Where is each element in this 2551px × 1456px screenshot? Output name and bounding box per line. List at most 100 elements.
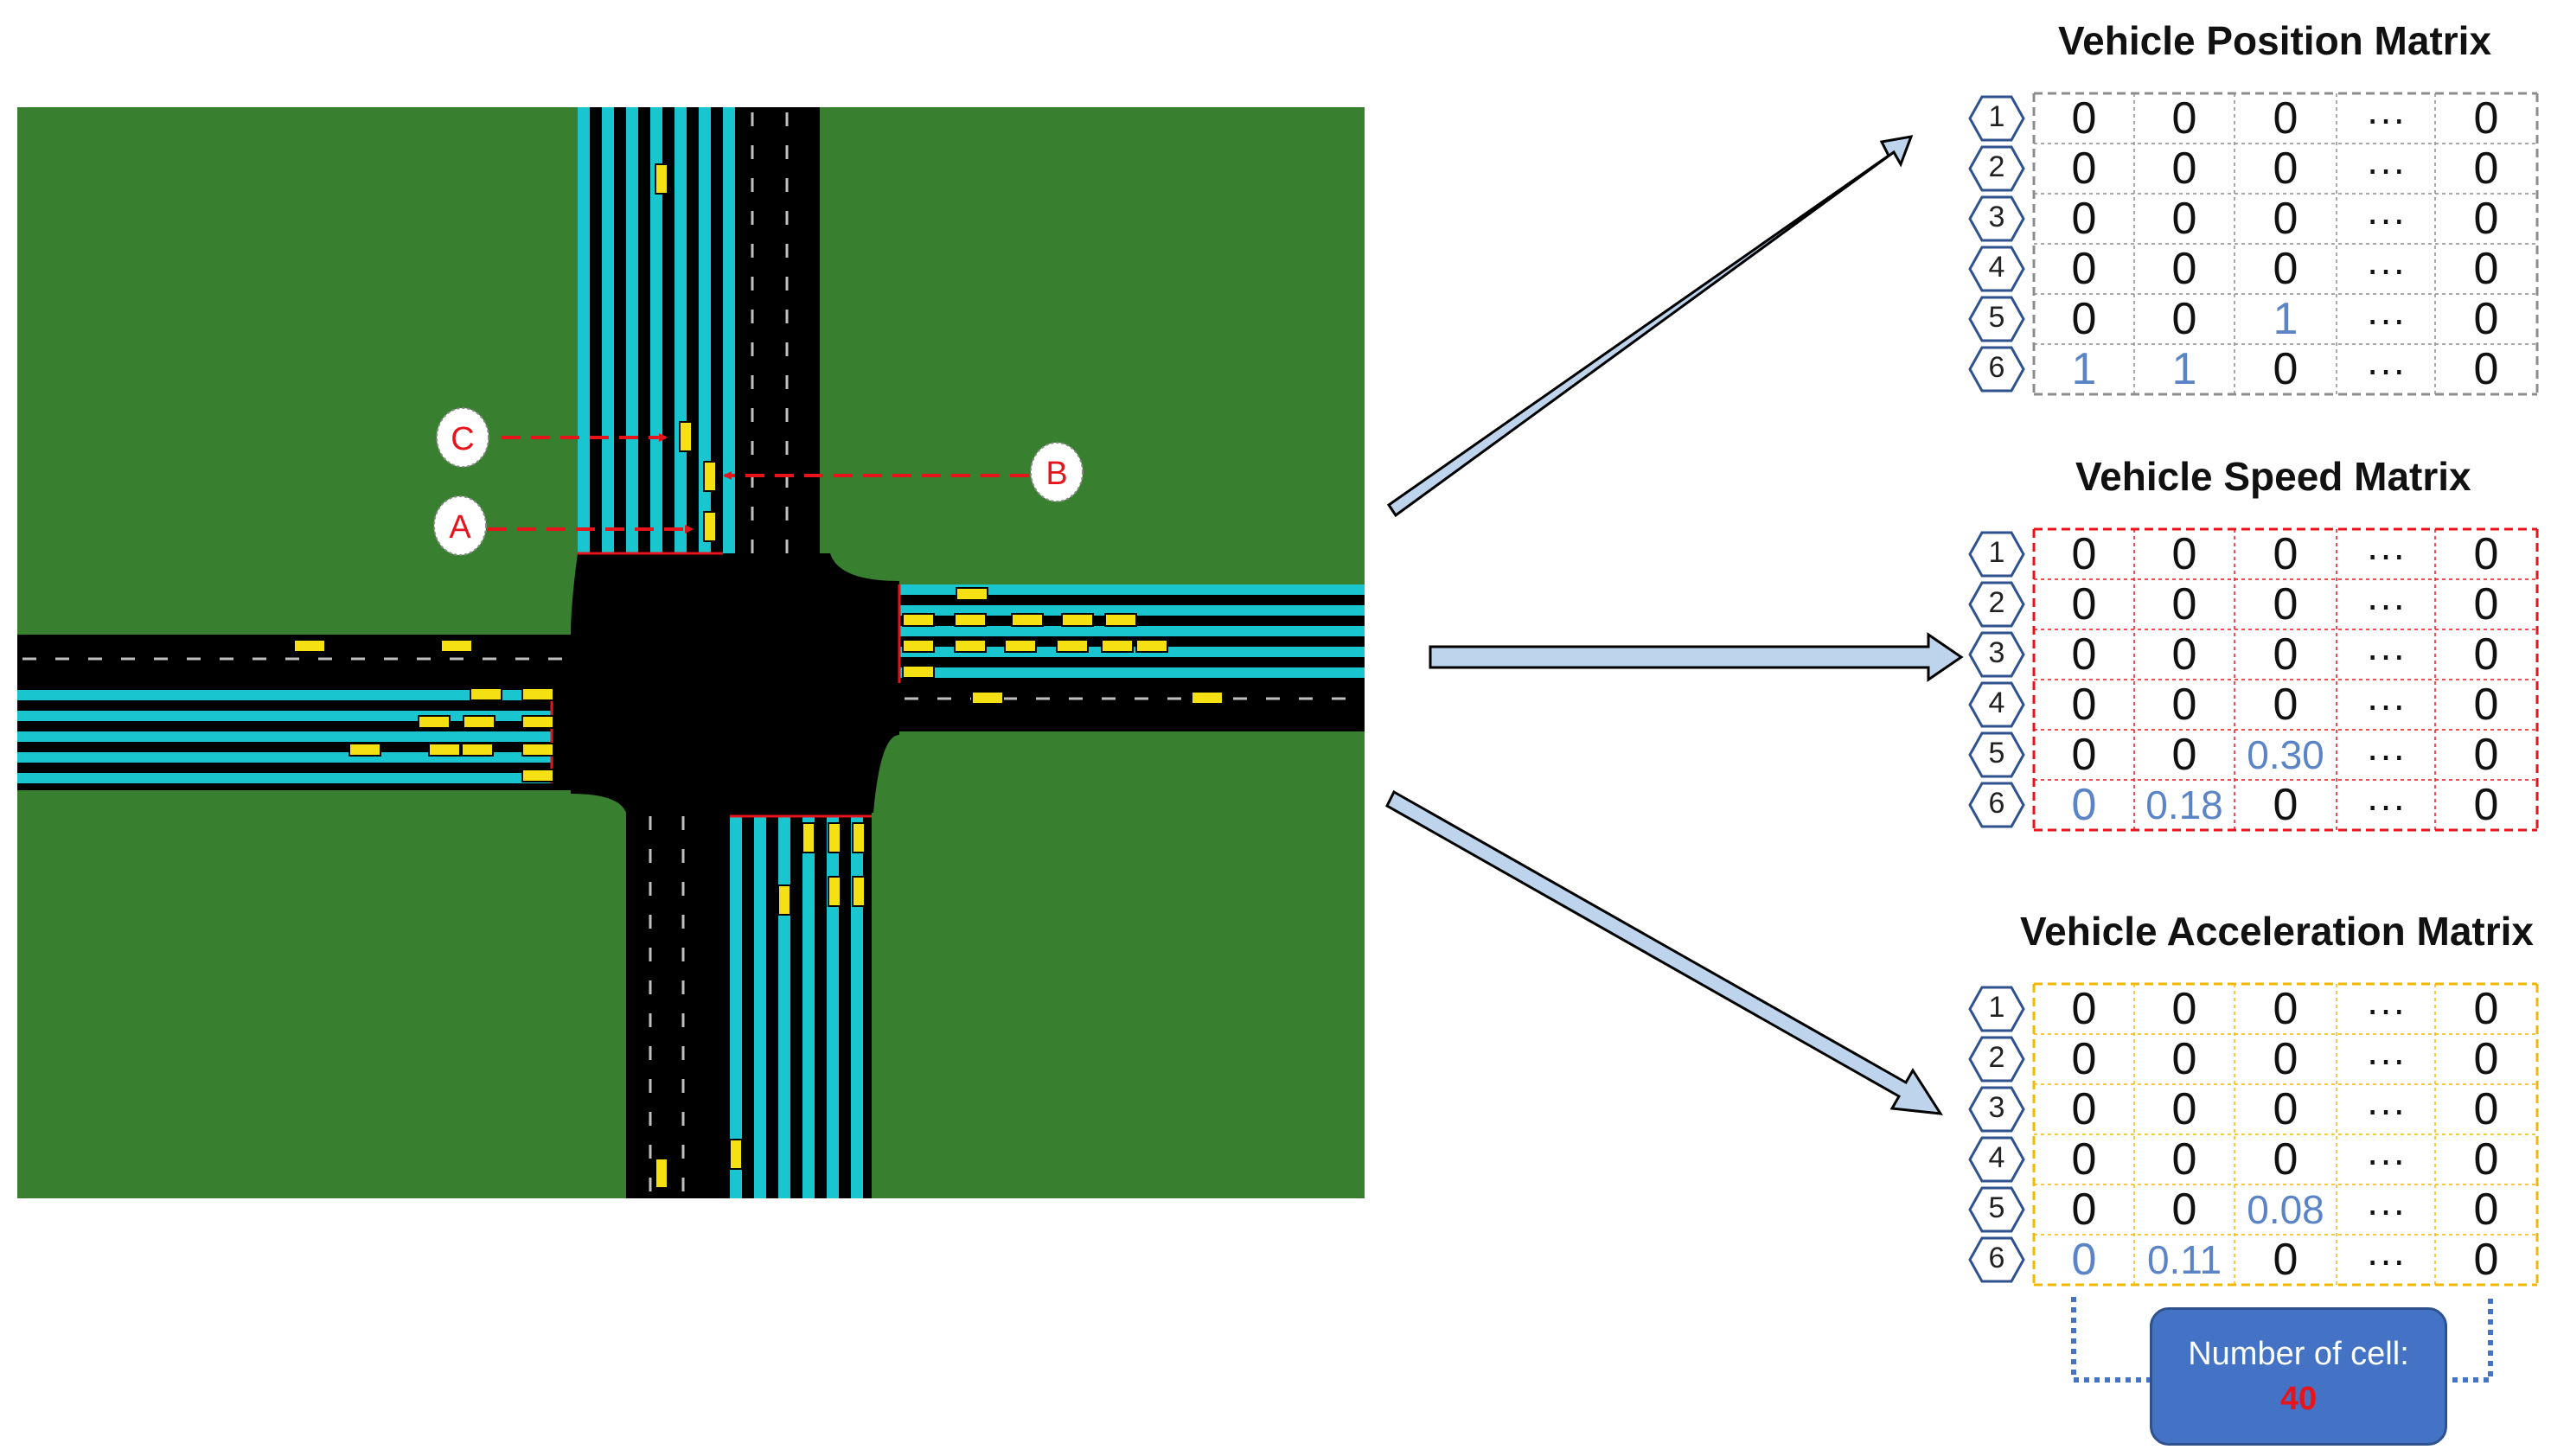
matrix-cell: 0 xyxy=(2071,294,2097,344)
row-badge-6: 6 xyxy=(1968,780,2025,830)
matrix-cell: 0.11 xyxy=(2146,1237,2222,1282)
marker-a: A xyxy=(433,495,487,556)
matrix-cell: 0 xyxy=(2273,579,2298,629)
matrix-cell: 0 xyxy=(2071,579,2097,629)
row-badge-label: 4 xyxy=(1988,1141,2005,1174)
matrix-cell: 0 xyxy=(2273,1034,2298,1084)
marker-label: B xyxy=(1045,456,1067,492)
matrix-cell: 0 xyxy=(2071,1235,2097,1285)
cell-count-label: Number of cell: xyxy=(2188,1336,2409,1372)
row-badge-1: 1 xyxy=(1968,93,2025,144)
matrix-cell: 0 xyxy=(2273,194,2298,244)
vehicle xyxy=(954,613,987,627)
matrix-cell: 0 xyxy=(2473,780,2499,830)
matrix-cell: 0 xyxy=(2473,730,2499,780)
matrix-cell: 0 xyxy=(2071,529,2097,579)
matrix-cell: ··· xyxy=(2366,297,2406,342)
matrix-cell: 0 xyxy=(2473,1084,2499,1134)
row-badge-3: 3 xyxy=(1968,1084,2025,1134)
speed-matrix-grid xyxy=(2032,527,2539,832)
matrix-cell: 0 xyxy=(2273,780,2298,830)
matrix-cell: ··· xyxy=(2366,682,2406,727)
matrix-cell: ··· xyxy=(2366,96,2406,141)
vehicle xyxy=(902,613,935,627)
cell-count-brace xyxy=(2071,1297,2493,1383)
matrix-cell: 0 xyxy=(2071,730,2097,780)
matrix-cell: 0 xyxy=(2473,629,2499,680)
arrow-to-acceleration xyxy=(1385,789,1943,1115)
vehicle xyxy=(348,743,381,757)
matrix-cell: 0 xyxy=(2071,1084,2097,1134)
vehicle xyxy=(703,461,717,492)
vehicle xyxy=(828,822,841,853)
matrix-cell: 0 xyxy=(2473,194,2499,244)
matrix-cell: ··· xyxy=(2366,1137,2406,1182)
matrix-cell: 0 xyxy=(2171,680,2197,730)
matrix-cell: 0 xyxy=(2473,1185,2499,1235)
row-badge-2: 2 xyxy=(1968,579,2025,629)
vehicle xyxy=(293,639,326,653)
stop-lines xyxy=(550,552,901,818)
vehicle xyxy=(956,587,988,601)
matrix-cell: 1 xyxy=(2171,344,2197,394)
matrix-cell: 0 xyxy=(2273,629,2298,680)
matrix-cell: 0 xyxy=(2171,529,2197,579)
row-badge-label: 2 xyxy=(1988,1041,2005,1074)
row-badge-label: 1 xyxy=(1988,536,2005,569)
marker-b: B xyxy=(1030,442,1084,502)
matrix-cell: 0 xyxy=(2273,529,2298,579)
vehicle xyxy=(655,163,668,195)
vehicle xyxy=(1135,639,1168,653)
acceleration-matrix-grid xyxy=(2032,982,2539,1287)
row-badge-6: 6 xyxy=(1968,344,2025,394)
matrix-cell: 0.30 xyxy=(2247,732,2324,777)
matrix-cell: 0 xyxy=(2273,1084,2298,1134)
matrix-cell: 0 xyxy=(2273,1235,2298,1285)
row-badge-1: 1 xyxy=(1968,984,2025,1034)
matrix-cell: 0 xyxy=(2473,984,2499,1034)
vehicle xyxy=(1101,639,1134,653)
row-badge-2: 2 xyxy=(1968,144,2025,194)
row-badge-label: 5 xyxy=(1988,301,2005,334)
cell-lanes xyxy=(17,107,1365,1198)
matrix-cell: 0 xyxy=(2273,93,2298,144)
arrow-to-position xyxy=(1386,135,1914,518)
markers: C A B xyxy=(433,407,1084,556)
vehicle xyxy=(418,715,451,729)
vehicle xyxy=(461,743,494,757)
matrix-cell: 0 xyxy=(2071,194,2097,244)
row-badge-label: 6 xyxy=(1988,1242,2005,1274)
vehicle xyxy=(1011,613,1044,627)
matrix-cell: 0 xyxy=(2273,144,2298,194)
speed-matrix-title: Vehicle Speed Matrix xyxy=(2075,454,2471,499)
matrix-cell: 0 xyxy=(2171,244,2197,294)
row-badge-label: 6 xyxy=(1988,351,2005,384)
position-matrix-title: Vehicle Position Matrix xyxy=(2058,18,2492,63)
matrix-cell: 0 xyxy=(2473,680,2499,730)
vehicle xyxy=(463,715,495,729)
matrix-cell: ··· xyxy=(2366,532,2406,577)
vehicles xyxy=(293,163,1224,1189)
vehicle xyxy=(902,665,935,679)
row-badge-3: 3 xyxy=(1968,629,2025,680)
matrix-cell: 0 xyxy=(2473,344,2499,394)
matrix-cell: 0 xyxy=(2171,1185,2197,1235)
matrix-cell: 0 xyxy=(2273,1134,2298,1185)
arrow-to-speed xyxy=(1429,632,1964,682)
vehicle xyxy=(852,822,866,853)
vehicle xyxy=(1061,613,1094,627)
matrix-cell: ··· xyxy=(2366,732,2406,777)
matrix-cell: 0 xyxy=(2071,93,2097,144)
matrix-cell: 0 xyxy=(2071,244,2097,294)
matrix-cell: ··· xyxy=(2366,987,2406,1031)
matrix-cell: 0 xyxy=(2273,244,2298,294)
cell-count-value: 40 xyxy=(2279,1381,2318,1417)
row-badge-2: 2 xyxy=(1968,1034,2025,1084)
matrix-cell: 1 xyxy=(2071,344,2097,394)
vehicle xyxy=(470,687,502,701)
vehicle xyxy=(828,876,841,907)
matrix-cell: ··· xyxy=(2366,632,2406,677)
matrix-cell: ··· xyxy=(2366,246,2406,291)
matrix-cell: 0 xyxy=(2473,294,2499,344)
marker-arrows xyxy=(488,433,1029,533)
